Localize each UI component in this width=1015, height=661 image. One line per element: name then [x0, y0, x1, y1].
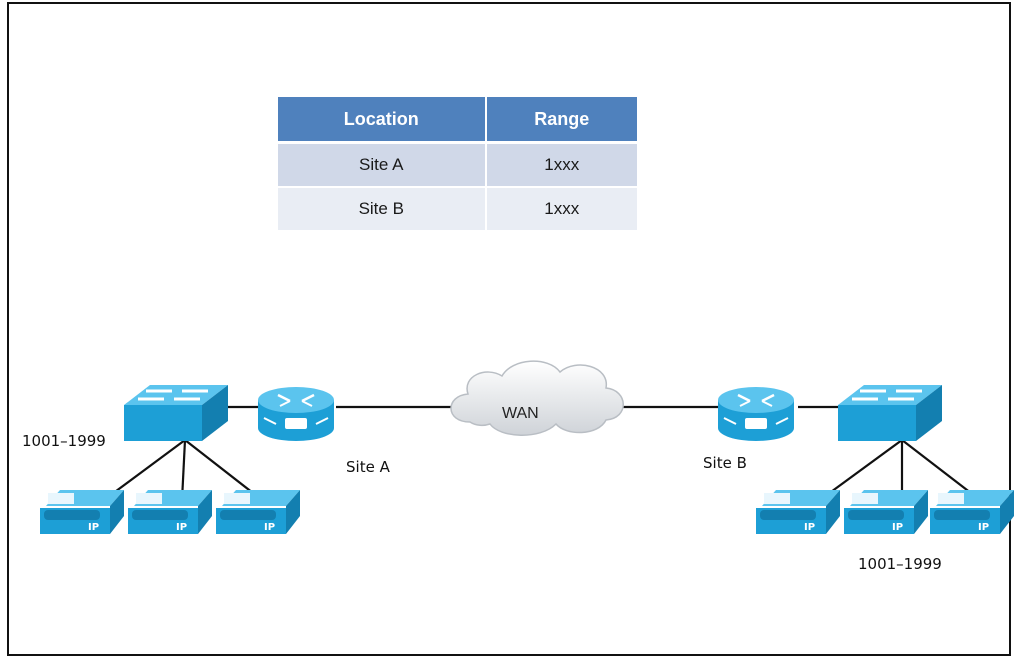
table-header-range: Range [486, 97, 637, 144]
right-range-label: 1001–1999 [858, 555, 942, 573]
table-cell-range: 1xxx [486, 188, 637, 232]
left-range-label: 1001–1999 [22, 432, 106, 450]
table-cell-range: 1xxx [486, 144, 637, 188]
ip-phone-icon [40, 490, 124, 534]
ip-phone-icon [756, 490, 840, 534]
table-header-location: Location [278, 97, 487, 144]
table-cell-location: Site A [278, 144, 487, 188]
voice-router-icon-site-a [256, 385, 336, 443]
wan-cloud-icon [450, 360, 624, 436]
ip-phone-icon [844, 490, 928, 534]
site-b-label: Site B [703, 454, 747, 472]
location-range-table: Location Range Site A 1xxx Site B 1xxx [278, 97, 637, 232]
switch-icon-site-a [122, 383, 230, 443]
site-a-label: Site A [346, 458, 391, 476]
ip-phone-icon [930, 490, 1014, 534]
table-row: Site B 1xxx [278, 188, 637, 232]
wan-label: WAN [502, 405, 539, 422]
voice-router-icon-site-b [716, 385, 796, 443]
table-row: Site A 1xxx [278, 144, 637, 188]
ip-phone-icon [128, 490, 212, 534]
table-header-row: Location Range [278, 97, 637, 144]
switch-icon-site-b [836, 383, 944, 443]
table-cell-location: Site B [278, 188, 487, 232]
ip-phone-icon [216, 490, 300, 534]
